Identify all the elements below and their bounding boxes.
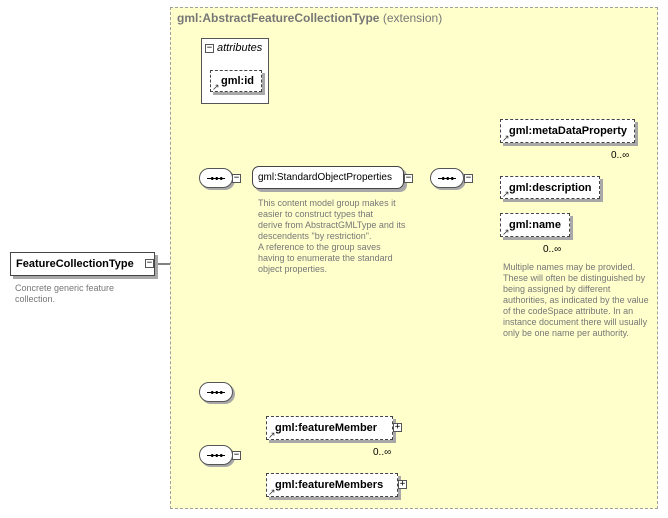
plus-box-icon[interactable]: + bbox=[393, 422, 402, 432]
minus-box-icon[interactable]: − bbox=[464, 173, 473, 183]
root-element-name: FeatureCollectionType bbox=[16, 258, 134, 270]
minus-box-icon[interactable]: − bbox=[145, 258, 154, 268]
element-name: gml:metaDataProperty bbox=[509, 125, 627, 137]
element-name: gml:description bbox=[509, 181, 592, 194]
minus-box-icon[interactable]: − bbox=[205, 43, 214, 53]
sequence-compositor-icon[interactable] bbox=[199, 382, 233, 402]
element-name: gml:name bbox=[509, 219, 561, 231]
minus-box-icon[interactable]: − bbox=[232, 450, 241, 460]
attribute-name: gml:id bbox=[221, 75, 254, 87]
reference-arrow-icon: ↗ bbox=[502, 189, 510, 199]
extension-suffix: (extension) bbox=[382, 11, 443, 25]
attributes-label: attributes bbox=[217, 42, 263, 54]
std-group-note: This content model group makes it easier… bbox=[258, 198, 406, 274]
sequence-compositor-icon[interactable] bbox=[199, 168, 233, 188]
element-metadata-property[interactable]: gml:metaDataProperty bbox=[500, 119, 635, 143]
minus-box-icon[interactable]: − bbox=[232, 173, 241, 183]
sequence-compositor-icon[interactable] bbox=[199, 445, 233, 465]
root-note: Concrete generic feature collection. bbox=[15, 283, 115, 304]
element-name: gml:featureMembers bbox=[275, 479, 384, 491]
reference-arrow-icon: ↗ bbox=[268, 487, 276, 497]
extension-type-name: gml:AbstractFeatureCollectionType bbox=[177, 11, 380, 25]
root-element-box[interactable]: FeatureCollectionType bbox=[10, 252, 155, 276]
extension-title: gml:AbstractFeatureCollectionType (exten… bbox=[177, 11, 442, 25]
sequence-compositor-icon[interactable] bbox=[430, 168, 464, 188]
plus-box-icon[interactable]: + bbox=[398, 479, 407, 489]
std-object-properties-group[interactable]: gml:StandardObjectProperties bbox=[252, 166, 404, 189]
element-feature-member[interactable]: gml:featureMember bbox=[266, 416, 393, 440]
reference-arrow-icon: ↗ bbox=[502, 133, 510, 143]
reference-arrow-icon: ↗ bbox=[268, 430, 276, 440]
reference-arrow-icon: ↗ bbox=[502, 227, 510, 237]
minus-box-icon[interactable]: − bbox=[404, 173, 413, 183]
element-name-note: Multiple names may be provided. These wi… bbox=[503, 262, 649, 338]
std-group-name: gml:StandardObjectProperties bbox=[258, 172, 392, 183]
multiplicity-label: 0..∞ bbox=[611, 150, 630, 161]
element-name: gml:featureMember bbox=[275, 422, 378, 434]
reference-arrow-icon: ↗ bbox=[212, 82, 220, 92]
multiplicity-label: 0..∞ bbox=[373, 447, 392, 458]
attribute-gml-id[interactable]: gml:id bbox=[210, 70, 262, 92]
element-description[interactable]: gml:description bbox=[500, 176, 600, 199]
element-name-box[interactable]: gml:name bbox=[500, 213, 570, 237]
multiplicity-label: 0..∞ bbox=[543, 244, 562, 255]
element-feature-members[interactable]: gml:featureMembers bbox=[266, 473, 398, 497]
